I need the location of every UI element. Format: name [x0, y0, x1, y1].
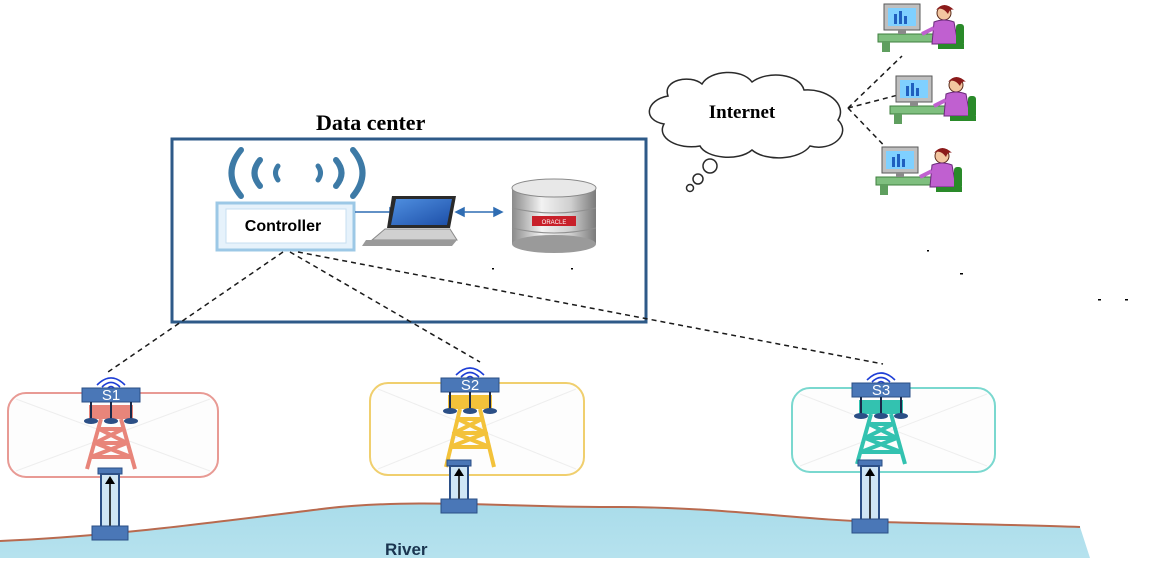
- data-center-title: Data center: [316, 110, 426, 135]
- laptop-icon: [362, 196, 458, 246]
- controller-station-links: [107, 251, 884, 373]
- river-label: River: [385, 540, 428, 559]
- tower-icon: [85, 418, 137, 470]
- tower-icon: [444, 408, 496, 468]
- link-to-s3: [297, 251, 884, 365]
- tower-icon: [855, 413, 907, 465]
- wireless-signal-icon: [228, 147, 366, 199]
- internet-label: Internet: [709, 102, 776, 123]
- gauge-pole: [440, 459, 478, 514]
- station-label: S1: [102, 387, 120, 404]
- station-label: S2: [461, 377, 479, 394]
- laptop-database-arrow: [454, 206, 504, 218]
- user-at-computer-icon: [889, 75, 976, 124]
- station-label: S3: [872, 382, 890, 399]
- sensor-node: [84, 418, 98, 424]
- sensor-node: [483, 408, 497, 414]
- data-center-box: [170, 137, 648, 324]
- link-to-s1: [107, 251, 284, 373]
- station-s1: S1: [7, 377, 219, 541]
- sensor-node: [854, 413, 868, 419]
- riverbank-line: [0, 502, 1081, 542]
- station-s3: S3: [791, 372, 996, 534]
- sensor-node: [463, 408, 477, 414]
- sensor-node: [874, 413, 888, 419]
- stations: S1 S2 S3: [7, 367, 996, 541]
- sensor-node: [894, 413, 908, 419]
- gauge-pole: [851, 459, 889, 534]
- controller-label: Controller: [245, 218, 321, 235]
- link-to-s2: [289, 251, 481, 363]
- sensor-node: [124, 418, 138, 424]
- sensor-node: [104, 418, 118, 424]
- user-at-computer-icon: [875, 146, 962, 195]
- sensor-node: [443, 408, 457, 414]
- user-at-computer-icon: [877, 3, 964, 52]
- users: [875, 3, 976, 195]
- internet-cloud: Internet: [648, 71, 844, 193]
- data-center: Data center Controller: [170, 110, 648, 324]
- river: River: [0, 502, 1090, 559]
- controller-box: Controller: [215, 201, 356, 252]
- station-s2: S2: [369, 367, 585, 514]
- gauge-pole: [91, 467, 129, 541]
- database-brand-label: ORACLE: [542, 220, 567, 226]
- database-icon: ORACLE: [511, 178, 597, 253]
- stray-marks: [492, 250, 1128, 301]
